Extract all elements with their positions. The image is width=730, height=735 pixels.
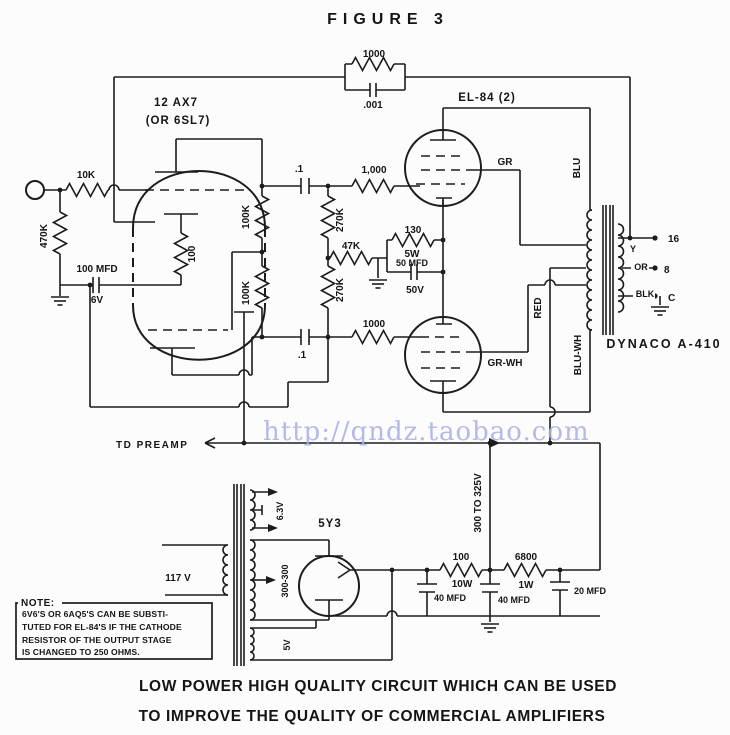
note-line-4: IS CHANGED TO 250 OHMS.: [22, 647, 140, 657]
terminal-c-label: C: [668, 293, 675, 304]
input-jack: [25, 180, 45, 200]
terminal-16-label: 16: [668, 234, 680, 245]
rectifier-winding-label: 5V: [282, 639, 292, 650]
note-heading: NOTE:: [21, 598, 55, 609]
coupling-cap-1-label: .1: [295, 164, 304, 175]
tube-5y3: 5Y3: [250, 518, 440, 621]
bias-network: 130 5W 50 MFD 50V: [386, 200, 446, 324]
b-plus-arrow-icon: [489, 438, 500, 448]
grid-leak-2-label: 270K: [335, 277, 346, 302]
blu-wire-label: BLU: [572, 158, 583, 179]
input-resistor-label: 470K: [39, 223, 50, 248]
tube-12ax7-label: 12 AX7: [154, 97, 198, 109]
tail-resistor-label: 47K: [342, 241, 361, 252]
ht-center-tap-arrow-icon: [266, 576, 276, 584]
b-plus-label: 300 TO 325V: [473, 473, 484, 533]
input-grid-stopper-label: 10K: [77, 170, 96, 181]
tube-el84-label: EL-84 (2): [458, 92, 516, 104]
coupling-cap-2-label: .1: [298, 350, 307, 361]
note-line-3: RESISTOR OF THE OUTPUT STAGE: [22, 635, 172, 645]
gr-wh-wire-label: GR-WH: [488, 358, 523, 369]
bias-cap-voltage-label: 50V: [406, 285, 424, 296]
caption-line-2: TO IMPROVE THE QUALITY OF COMMERCIAL AMP…: [139, 708, 606, 725]
bias-resistor-label: 130: [405, 225, 422, 236]
plate-load-1-label: 100K: [241, 204, 252, 229]
note-line-1: 6V6'S OR 6AQ5'S CAN BE SUBSTI-: [22, 609, 168, 619]
output-transformer-name: DYNACO A-410: [606, 337, 721, 351]
rails: 300 TO 325V TD PREAMP: [87, 282, 601, 570]
terminal-8-label: 8: [664, 265, 670, 276]
power-transformer: 117 V 6.3V 300-300 5V: [162, 484, 393, 666]
filter-resistor-1-watt-label: 10W: [452, 579, 473, 590]
grid-resistor-2-label: 1000: [363, 319, 386, 330]
tube-5y3-label: 5Y3: [318, 518, 341, 530]
filter-resistor-2-label: 6800: [515, 552, 538, 563]
bias-resistor-watt-label: 5W: [405, 249, 421, 260]
psu-filter: 100 10W 6800 1W 40 MFD 40 MFD 20 MFD: [333, 552, 607, 633]
filter-cap-2-label: 40 MFD: [498, 595, 531, 605]
filter-resistor-1-label: 100: [453, 552, 470, 563]
watermark-text: http://qndz.taobao.com: [263, 417, 590, 447]
tube-12ax7: 12 AX7 (OR 6SL7) 100: [132, 97, 266, 443]
ht-winding-label: 300-300: [280, 564, 290, 597]
feedback-resistor-label: 1000: [363, 49, 386, 60]
blu-wh-wire-label: BLU-WH: [573, 335, 584, 376]
figure-title: FIGURE 3: [327, 11, 449, 28]
input-stage: 10K 470K 100 MFD 6V: [25, 170, 181, 306]
tap-or-label: OR: [634, 262, 648, 272]
tube-el84-pair: EL-84 (2) GR GR-WH RED BLU BLU-WH: [404, 92, 591, 443]
feedback-network: 1000 .001: [113, 49, 631, 238]
tap-blk-label: BLK: [636, 289, 655, 299]
output-transformer: Y OR BLK 16 8 C DYNACO A-410: [586, 205, 721, 351]
tube-12ax7-alt-label: (OR 6SL7): [146, 115, 211, 127]
filter-cap-1-label: 40 MFD: [434, 593, 467, 603]
filter-resistor-2-watt-label: 1W: [519, 580, 535, 591]
filter-cap-3-label: 20 MFD: [574, 586, 607, 596]
preamp-label: TD PREAMP: [116, 440, 188, 451]
cathode-cap-voltage-label: 6V: [91, 295, 104, 306]
heater-arrow-icon: [268, 488, 278, 496]
note-box: NOTE: 6V6'S OR 6AQ5'S CAN BE SUBSTI- TUT…: [15, 595, 213, 660]
cathode-cap-label: 100 MFD: [76, 264, 117, 275]
plate-load-2-label: 100K: [241, 280, 252, 305]
grid-leak-1-label: 270K: [335, 207, 346, 232]
cathode-resistor-v1-label: 100: [187, 245, 198, 262]
feedback-cap-label: .001: [363, 100, 383, 111]
caption-line-1: LOW POWER HIGH QUALITY CIRCUIT WHICH CAN…: [139, 678, 617, 695]
tap-y-label: Y: [630, 244, 636, 254]
red-wire-label: RED: [533, 297, 544, 318]
heater-winding-label: 6.3V: [275, 502, 285, 521]
primary-winding-label: 117 V: [165, 573, 191, 584]
bias-cap-label: 50 MFD: [396, 258, 429, 268]
grid-resistor-1-label: 1,000: [361, 165, 386, 176]
coupling-network: 100K 100K .1 1,000 .1 1000 270K 270K 47K: [172, 164, 420, 376]
gr-wire-label: GR: [498, 157, 514, 168]
heater-arrow2-icon: [268, 524, 278, 532]
note-line-2: TUTED FOR EL-84'S IF THE CATHODE: [22, 622, 182, 632]
